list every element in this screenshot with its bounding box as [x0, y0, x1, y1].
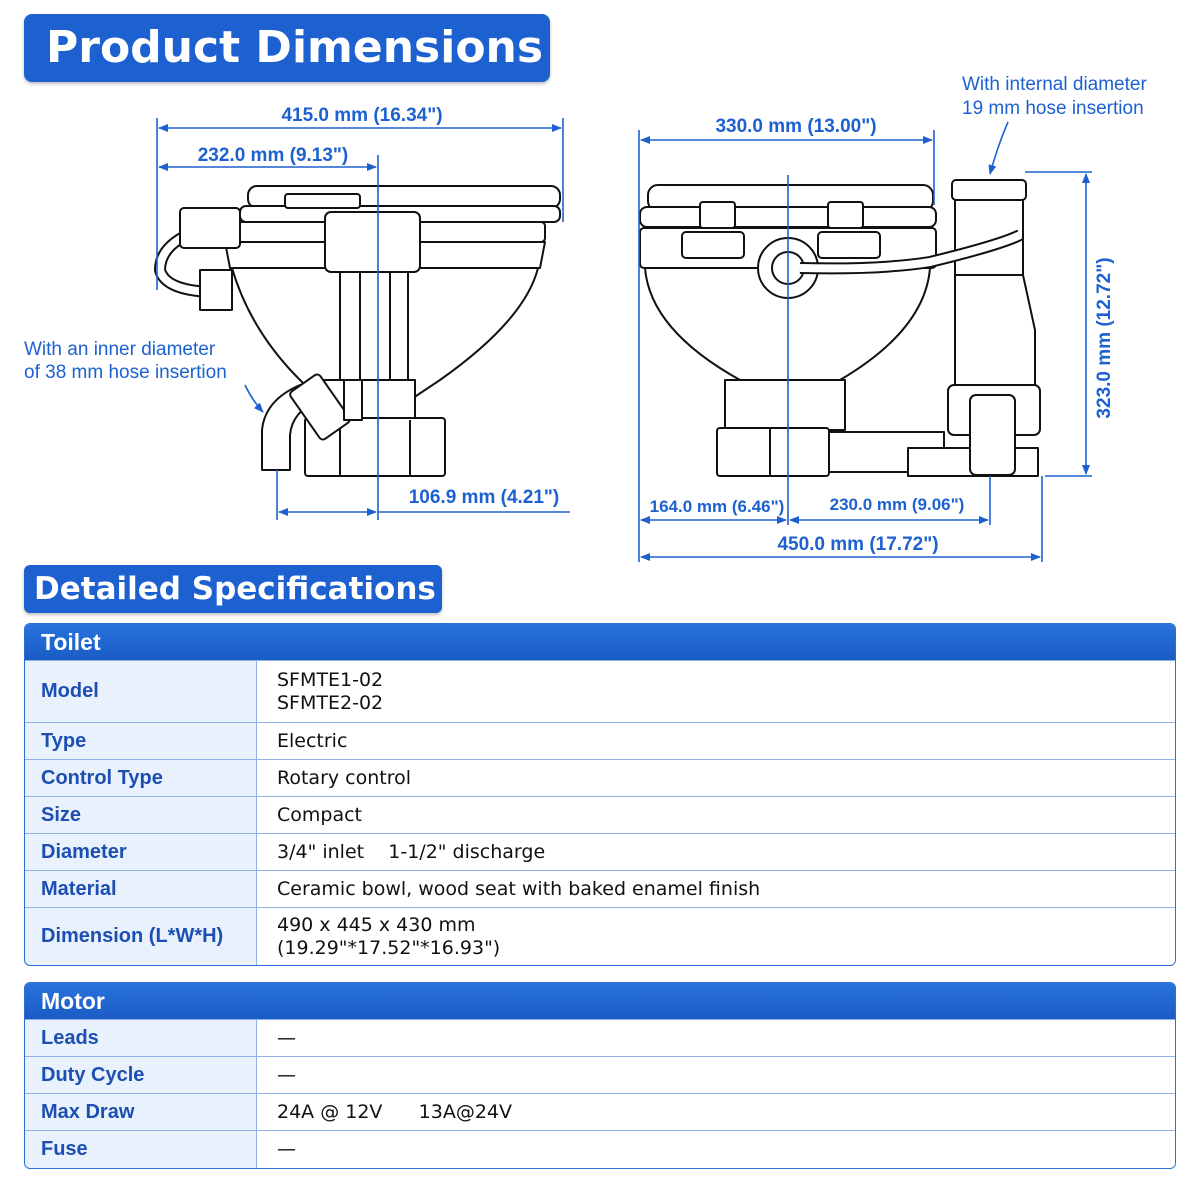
value-line: —: [277, 1026, 296, 1049]
row-value: 3/4" inlet 1-1/2" discharge: [257, 834, 1175, 870]
front-height-label: 323.0 mm (12.72"): [1094, 257, 1115, 418]
value-line: 24A @ 12V 13A@24V: [277, 1100, 513, 1123]
motor-spec-table: Motor Leads — Duty Cycle — Max Draw 24A …: [24, 982, 1176, 1169]
table-row: Type Electric: [25, 722, 1175, 759]
value-line: Electric: [277, 729, 348, 752]
table-row: Diameter 3/4" inlet 1-1/2" discharge: [25, 833, 1175, 870]
side-overall-width-label: 415.0 mm (16.34"): [281, 105, 442, 126]
front-right-offset-label: 230.0 mm (9.06"): [830, 495, 965, 514]
row-label: Fuse: [25, 1131, 257, 1168]
table-row: Fuse —: [25, 1130, 1175, 1168]
side-outlet-offset-label: 106.9 mm (4.21"): [409, 487, 560, 508]
value-line: Ceramic bowl, wood seat with baked ename…: [277, 877, 761, 900]
row-value: SFMTE1-02 SFMTE2-02: [257, 661, 1175, 722]
row-label: Dimension (L*W*H): [25, 908, 257, 965]
product-dimensions-title: Product Dimensions: [24, 14, 550, 82]
row-value: Electric: [257, 723, 1175, 759]
value-line: —: [277, 1138, 296, 1160]
value-line: 3/4" inlet 1-1/2" discharge: [277, 840, 546, 863]
value-line: SFMTE2-02: [277, 691, 384, 714]
dimension-drawings: 415.0 mm (16.34") 232.0 mm (9.13") 106.9…: [24, 74, 1147, 562]
detailed-specifications-title: Detailed Specifications: [24, 565, 442, 613]
row-value: —: [257, 1057, 1175, 1093]
inlet-note-line-1: With internal diameter: [962, 74, 1147, 95]
front-view-dimensions: [638, 121, 1092, 562]
row-label: Diameter: [25, 834, 257, 870]
table-row: Duty Cycle —: [25, 1056, 1175, 1093]
row-label: Model: [25, 661, 257, 722]
row-label: Max Draw: [25, 1094, 257, 1130]
table-row: Leads —: [25, 1019, 1175, 1056]
row-label: Material: [25, 871, 257, 907]
row-label: Control Type: [25, 760, 257, 796]
row-value: —: [257, 1131, 1175, 1168]
value-line: SFMTE1-02: [277, 668, 384, 691]
front-overall-width-label: 450.0 mm (17.72"): [777, 534, 938, 555]
table-row: Size Compact: [25, 796, 1175, 833]
value-line: Compact: [277, 803, 362, 826]
table-row: Max Draw 24A @ 12V 13A@24V: [25, 1093, 1175, 1130]
row-value: Compact: [257, 797, 1175, 833]
side-partial-width-label: 232.0 mm (9.13"): [198, 145, 349, 166]
row-value: —: [257, 1020, 1175, 1056]
hose-note-line-2: of 38 mm hose insertion: [24, 362, 227, 383]
row-value: 490 x 445 x 430 mm (19.29"*17.52"*16.93"…: [257, 908, 1175, 965]
side-view-dimensions: [156, 118, 570, 520]
table-row: Control Type Rotary control: [25, 759, 1175, 796]
side-view-drawing: [154, 185, 561, 477]
front-view-drawing: [639, 179, 1041, 477]
row-label: Leads: [25, 1020, 257, 1056]
row-label: Duty Cycle: [25, 1057, 257, 1093]
row-label: Size: [25, 797, 257, 833]
toilet-spec-table: Toilet Model SFMTE1-02 SFMTE2-02 Type El…: [24, 623, 1176, 966]
row-value: 24A @ 12V 13A@24V: [257, 1094, 1175, 1130]
value-line: Rotary control: [277, 766, 412, 789]
motor-table-header: Motor: [25, 983, 1175, 1019]
table-row: Dimension (L*W*H) 490 x 445 x 430 mm (19…: [25, 907, 1175, 965]
table-row: Model SFMTE1-02 SFMTE2-02: [25, 660, 1175, 722]
hose-note-line-1: With an inner diameter: [24, 339, 216, 360]
value-line: (19.29"*17.52"*16.93"): [277, 936, 501, 959]
row-value: Rotary control: [257, 760, 1175, 796]
front-left-offset-label: 164.0 mm (6.46"): [650, 497, 785, 516]
row-label: Type: [25, 723, 257, 759]
front-top-width-label: 330.0 mm (13.00"): [715, 116, 876, 137]
inlet-note-line-2: 19 mm hose insertion: [962, 98, 1144, 119]
table-row: Material Ceramic bowl, wood seat with ba…: [25, 870, 1175, 907]
row-value: Ceramic bowl, wood seat with baked ename…: [257, 871, 1175, 907]
toilet-table-header: Toilet: [25, 624, 1175, 660]
value-line: 490 x 445 x 430 mm: [277, 913, 476, 936]
value-line: —: [277, 1063, 296, 1086]
